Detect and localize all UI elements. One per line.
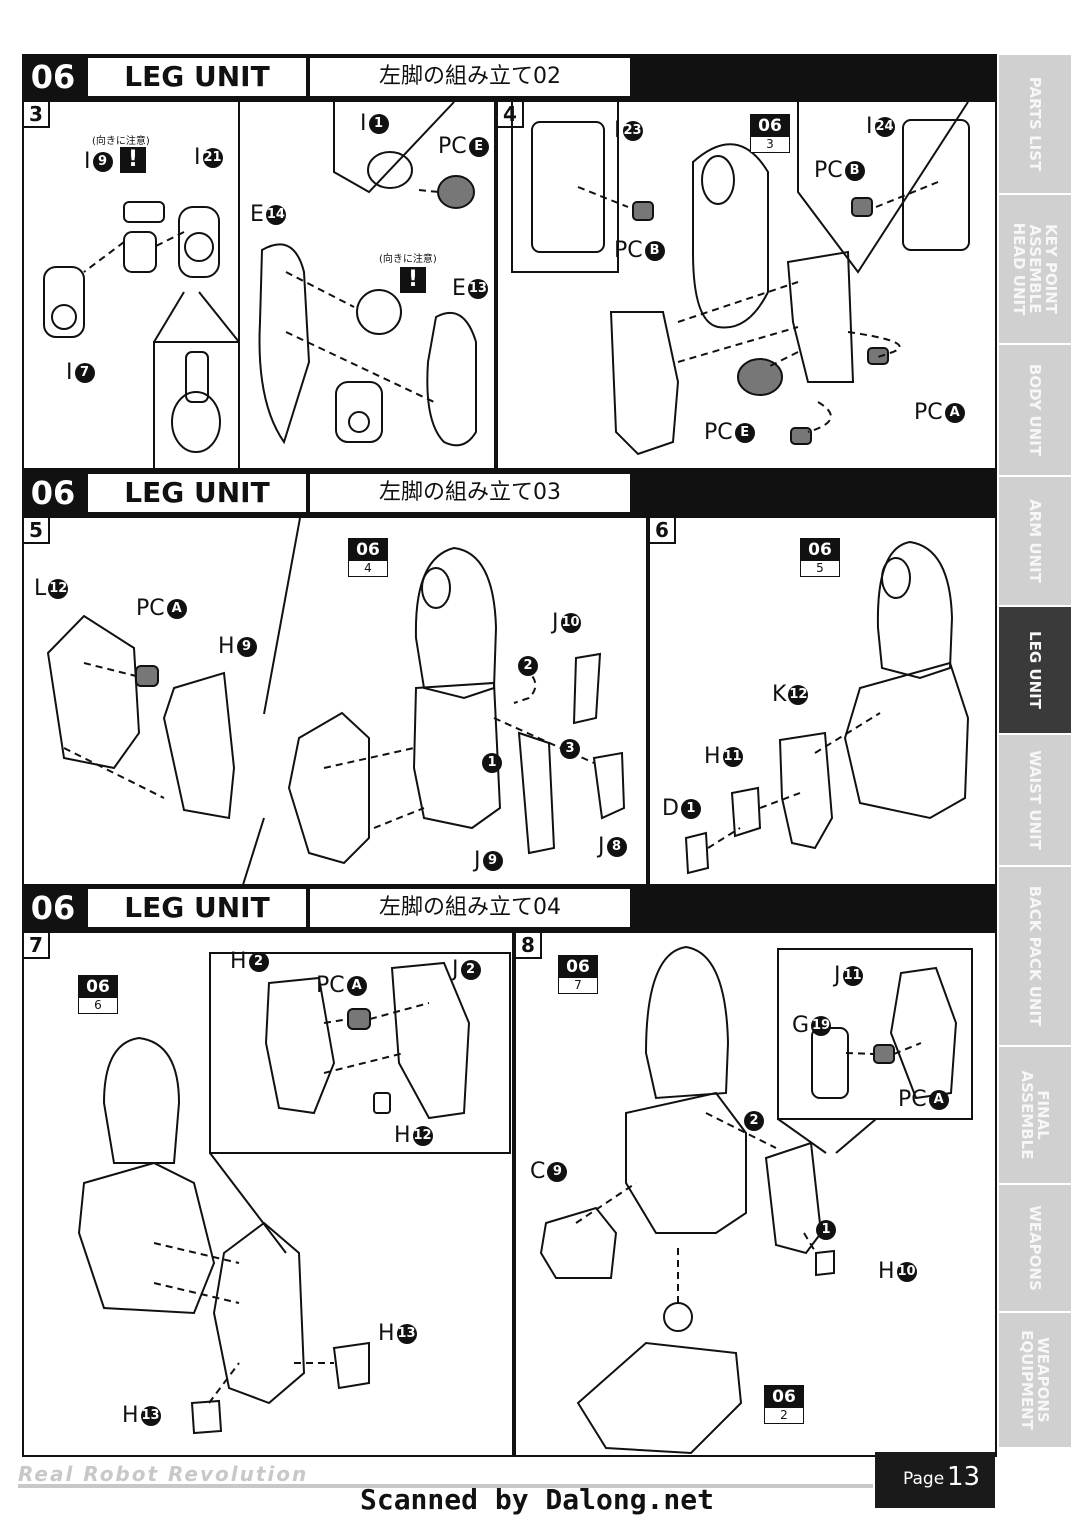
page-indicator: Page 13	[875, 1452, 995, 1508]
tab-arm-unit[interactable]: ARM UNIT	[999, 477, 1071, 605]
tab-leg-unit[interactable]: LEG UNIT	[999, 607, 1071, 733]
order-mark: 3	[558, 736, 580, 761]
warning-icon: !	[120, 147, 146, 173]
tab-final-assemble[interactable]: FINAL ASSEMBLE	[999, 1047, 1071, 1183]
section-header-3: 06 LEG UNIT 左脚の組み立て04	[22, 885, 997, 931]
tab-weapons-equipment[interactable]: WEAPONS EQUIPMENT	[999, 1313, 1071, 1447]
section-subtitle: 左脚の組み立て02	[310, 58, 630, 96]
tab-weapons[interactable]: WEAPONS	[999, 1185, 1071, 1311]
step-8-drawing	[539, 945, 973, 1455]
step-6-drawing	[684, 540, 970, 875]
step-5-drawing	[46, 517, 626, 889]
section-header-1: 06 LEG UNIT 左脚の組み立て02	[22, 54, 997, 100]
footer-divider	[18, 1484, 873, 1488]
orientation-note: (向きに注意)	[379, 254, 437, 265]
order-mark: 2	[516, 653, 538, 678]
warning-icon: !	[400, 267, 426, 293]
step-number: 7	[24, 933, 50, 959]
step-number: 8	[516, 933, 542, 959]
order-mark: 1	[480, 750, 502, 775]
step-3-drawing	[43, 101, 477, 473]
orientation-note: (向きに注意)	[92, 136, 150, 147]
section-number: 06	[30, 474, 76, 512]
step-4-drawing	[511, 101, 970, 456]
step-number: 5	[24, 518, 50, 544]
order-mark: 1	[814, 1217, 836, 1242]
page-number: 13	[947, 1462, 981, 1492]
section-header-2: 06 LEG UNIT 左脚の組み立て03	[22, 470, 997, 516]
tab-back-pack-unit[interactable]: BACK PACK UNIT	[999, 867, 1071, 1045]
page-label: Page	[903, 1469, 945, 1489]
step-7-drawing	[77, 952, 511, 1435]
step-number: 3	[24, 102, 50, 128]
tab-body-unit[interactable]: BODY UNIT	[999, 345, 1071, 475]
brand-text: Real Robot Revolution	[18, 1462, 309, 1486]
order-mark: 2	[742, 1108, 764, 1133]
section-subtitle: 左脚の組み立て03	[310, 474, 630, 512]
tab-head-unit[interactable]: KEY POINT ASSEMBLE HEAD UNIT	[999, 195, 1071, 343]
step-panel-3: 3	[22, 100, 496, 473]
tab-waist-unit[interactable]: WAIST UNIT	[999, 735, 1071, 865]
section-title: LEG UNIT	[88, 474, 306, 512]
section-number: 06	[30, 889, 76, 927]
section-tabs: PARTS LIST KEY POINT ASSEMBLE HEAD UNIT …	[999, 55, 1071, 1447]
section-title: LEG UNIT	[88, 58, 306, 96]
section-number: 06	[30, 58, 76, 96]
tab-parts-list[interactable]: PARTS LIST	[999, 55, 1071, 193]
section-title: LEG UNIT	[88, 889, 306, 927]
scan-watermark: Scanned by Dalong.net	[359, 1483, 714, 1516]
section-subtitle: 左脚の組み立て04	[310, 889, 630, 927]
step-number: 6	[650, 518, 676, 544]
